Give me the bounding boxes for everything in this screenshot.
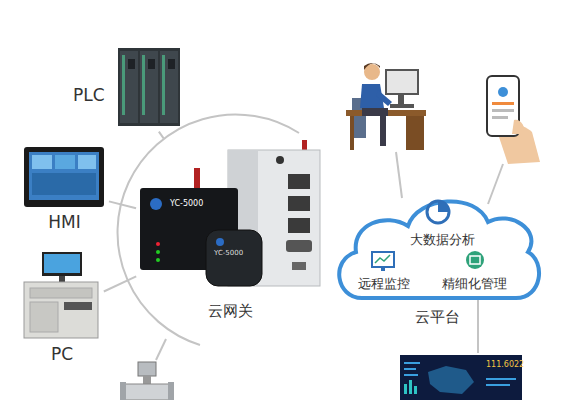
device-node: PC	[22, 252, 102, 370]
gateway-label: 云网关	[138, 302, 323, 320]
device-model: YC-5000	[170, 200, 203, 209]
flow-sensor	[120, 362, 174, 400]
connector-line	[109, 201, 136, 208]
dashboard-number: 111.6022	[486, 361, 524, 370]
mobile-phone	[487, 76, 540, 164]
device-label: HMI	[22, 212, 107, 232]
gateway-devices	[138, 140, 323, 325]
feature-label: 大数据分析	[410, 232, 475, 248]
feature-label: 精细化管理	[442, 276, 507, 292]
feature-label: 远程监控	[358, 276, 410, 292]
device-node: 云网关	[138, 140, 323, 325]
device-label: PLC	[73, 85, 105, 105]
device-node: HMI	[22, 145, 107, 235]
device-node: 大数据分析远程监控 精细化管理云平台	[330, 190, 545, 330]
device-model: YC-5000	[214, 250, 243, 258]
device-label: PC	[22, 344, 102, 364]
operator-at-desk	[346, 63, 426, 150]
connector-line	[104, 276, 136, 291]
platform-label: 云平台	[330, 308, 545, 326]
connector-line	[159, 132, 164, 139]
device-node: PLC	[70, 45, 185, 130]
